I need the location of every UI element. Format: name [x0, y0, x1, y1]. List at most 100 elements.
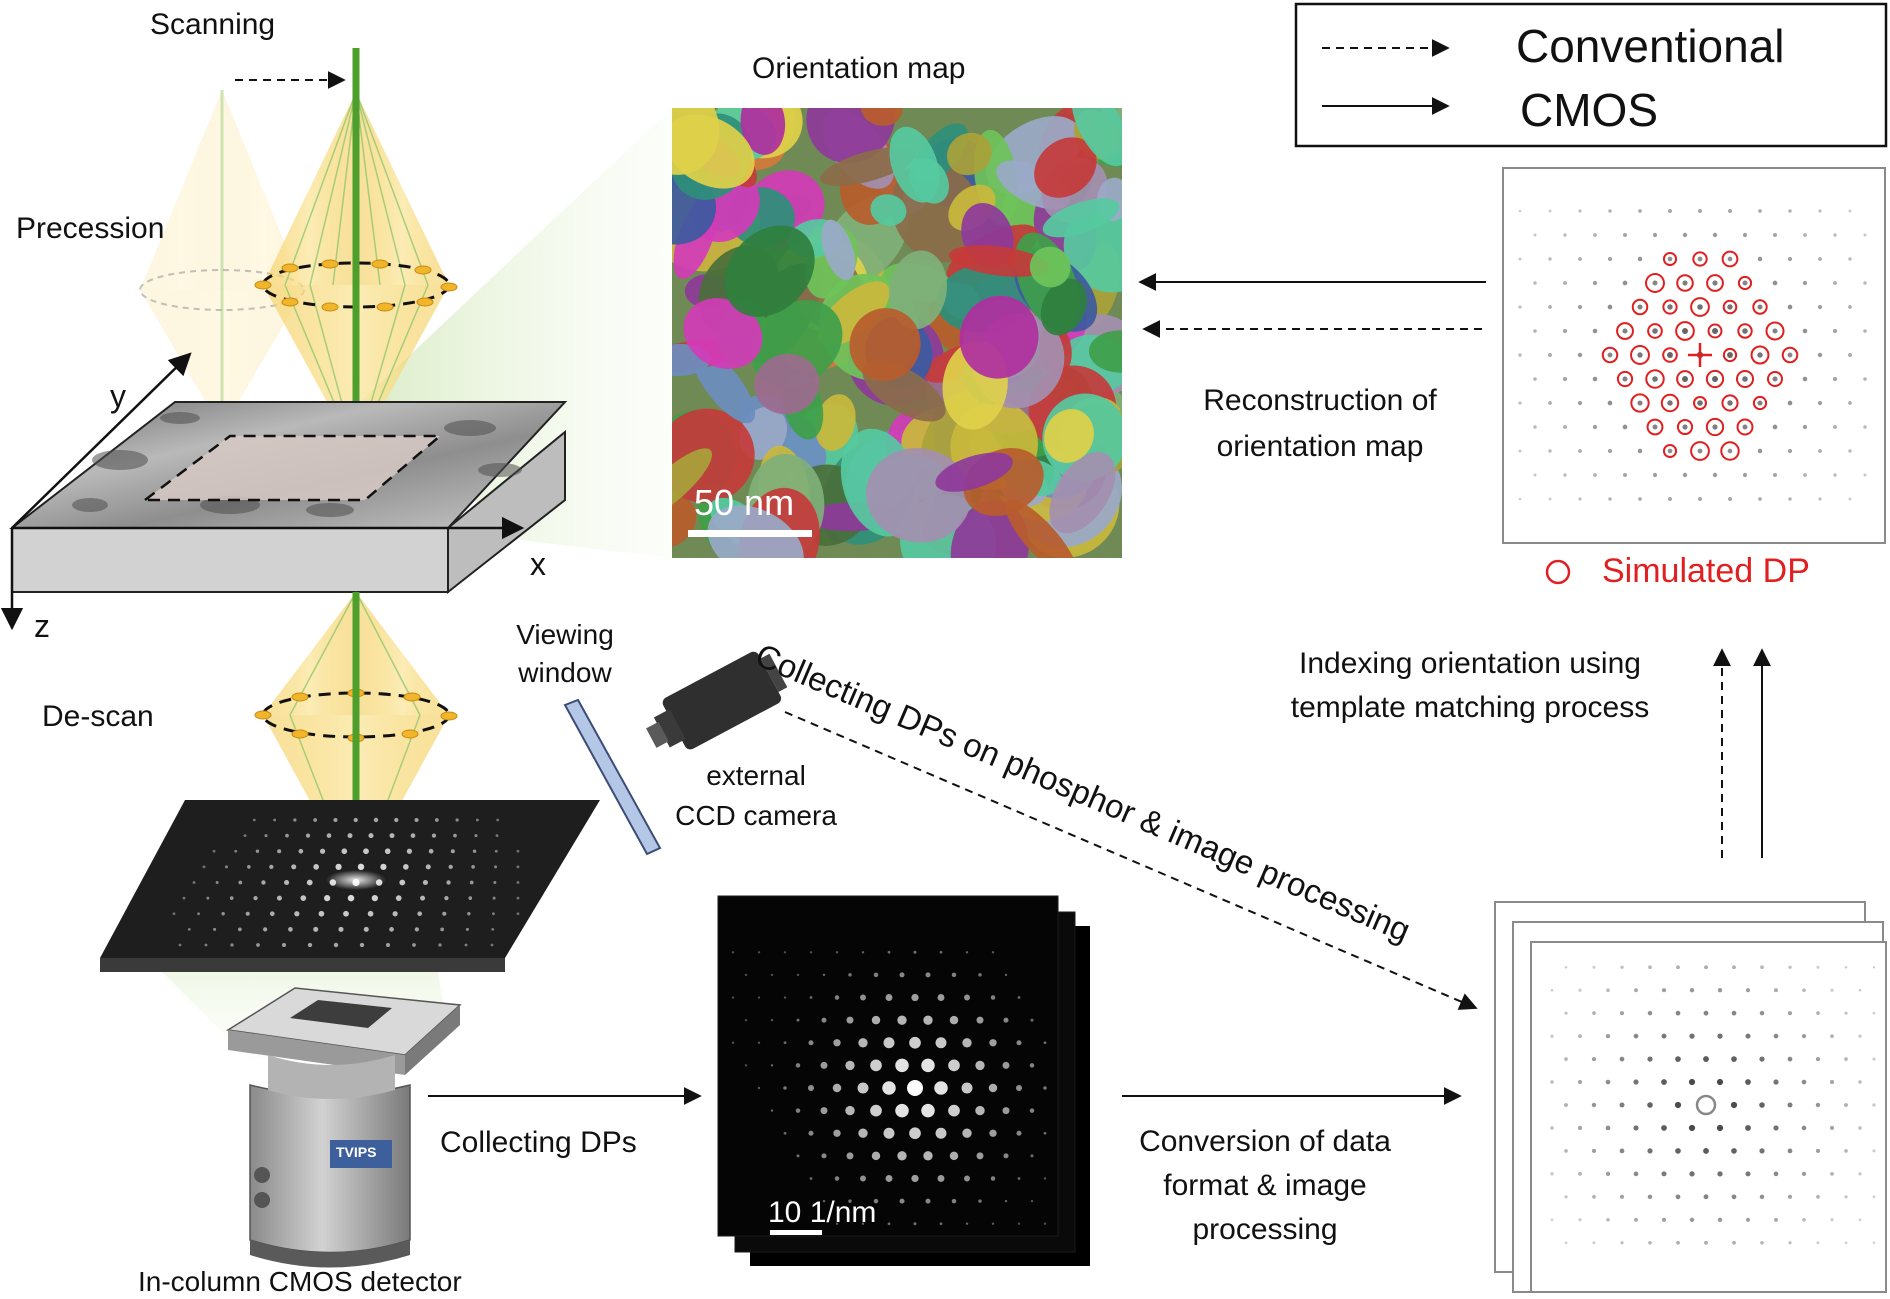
processed-dot — [1661, 1079, 1667, 1085]
dp-spot — [731, 1041, 735, 1044]
processed-dot — [1578, 1218, 1582, 1222]
processed-dot — [1620, 1241, 1624, 1245]
simulated-dot — [1772, 328, 1778, 334]
dp-spot — [949, 1015, 959, 1025]
dp-spot — [1003, 1153, 1009, 1159]
processed-dot — [1801, 1034, 1807, 1039]
dp-spot — [975, 1105, 985, 1116]
plate-diffraction-spot — [313, 864, 319, 870]
dp-spot — [870, 1059, 882, 1072]
dp-spot — [1004, 973, 1008, 977]
simulated-dot — [1638, 209, 1642, 213]
dp-spot — [1002, 1107, 1010, 1115]
simulated-dot — [1832, 328, 1838, 334]
simulated-dot — [1548, 449, 1552, 453]
plate-diffraction-spot — [490, 943, 494, 947]
processed-dot — [1675, 1056, 1681, 1062]
dp-spot — [783, 1086, 787, 1090]
dp-spot — [820, 1107, 828, 1115]
dp-spot — [965, 951, 969, 954]
orientation-map-title: Orientation map — [752, 52, 966, 85]
dp-spot — [965, 1222, 969, 1225]
plate-diffraction-spot — [298, 848, 304, 854]
simulated-dot — [1817, 400, 1823, 406]
dp-spot — [925, 1198, 931, 1204]
simulated-dot — [1772, 232, 1778, 238]
dp-spot — [861, 951, 865, 954]
simulated-dot — [1668, 209, 1672, 213]
plate-diffraction-spot — [359, 942, 365, 948]
plate-diffraction-spot — [395, 895, 402, 901]
dp-spot — [939, 950, 943, 954]
processed-dot — [1801, 1125, 1807, 1131]
simulated-dot — [1727, 448, 1733, 454]
processed-dot — [1550, 1172, 1554, 1176]
dp-spot — [834, 995, 840, 1000]
processed-dot — [1688, 1078, 1696, 1086]
dp-spot — [949, 1151, 959, 1161]
simulated-dot — [1652, 376, 1658, 382]
processed-dot — [1745, 1217, 1751, 1222]
conversion-line-2: format & image — [1163, 1169, 1367, 1202]
dp-spot — [990, 1176, 996, 1181]
orientation-grain — [1040, 278, 1087, 336]
dp-spot — [757, 951, 761, 954]
reconstruction-line-2: orientation map — [1216, 430, 1424, 463]
orientation-grain — [707, 505, 804, 558]
simulated-dot — [1802, 280, 1808, 286]
simulated-match-circle — [1660, 393, 1680, 413]
dp-spot — [937, 994, 945, 1001]
processed-dot — [1759, 1010, 1765, 1016]
processed-dot — [1564, 1241, 1568, 1245]
plate-diffraction-spot — [178, 943, 182, 947]
descan-label: De-scan — [42, 700, 154, 733]
dp-spot — [845, 1105, 855, 1116]
dp-spot — [1043, 1222, 1047, 1225]
ghost-precession-cone — [139, 90, 305, 430]
plate-diffraction-spot — [496, 818, 500, 822]
dp-spot — [796, 1018, 800, 1022]
simulated-dot — [1833, 425, 1837, 429]
dp-spot — [990, 995, 996, 1000]
viewing-window-label: Viewing window — [490, 616, 640, 692]
simulated-dot — [1608, 209, 1612, 213]
processed-dot — [1844, 965, 1848, 969]
simulated-dot — [1712, 232, 1718, 238]
dp-spot — [989, 1129, 997, 1137]
plate-diffraction-spot — [341, 848, 348, 855]
detector-brand-label: TVIPS — [336, 1144, 377, 1160]
simulated-dot — [1863, 425, 1867, 429]
dp-spot — [962, 1038, 972, 1048]
plate-diffraction-spot — [425, 864, 431, 870]
plate-diffraction-spot — [347, 894, 355, 902]
simulated-dot — [1548, 401, 1552, 405]
simulated-dot — [1518, 353, 1522, 357]
simulated-dot — [1577, 400, 1583, 406]
simulated-dot — [1563, 473, 1567, 477]
simulated-dot — [1728, 209, 1732, 213]
processed-dot — [1844, 1103, 1848, 1107]
orientation-grain — [935, 452, 1013, 492]
simulated-dot — [1833, 473, 1837, 477]
viewing-window-line-1: Viewing — [516, 619, 614, 650]
axis-x-label: x — [530, 546, 546, 582]
simulated-dot — [1863, 233, 1867, 237]
plate-diffraction-spot — [493, 881, 497, 884]
simulated-dot — [1787, 304, 1793, 310]
simulated-dot — [1803, 473, 1807, 477]
plate-diffraction-spot — [440, 927, 444, 932]
processed-dot — [1577, 1125, 1583, 1130]
dp-spot — [860, 994, 866, 1001]
plate-diffraction-spot — [269, 911, 275, 917]
processed-dot — [1578, 1172, 1582, 1176]
dp-spot — [757, 1086, 761, 1090]
dp-spot — [907, 1080, 923, 1096]
simulated-dot — [1667, 400, 1673, 406]
orientation-grain — [947, 132, 992, 176]
simulated-match-circle — [1706, 274, 1724, 292]
orientation-grain — [860, 108, 903, 126]
simulated-dot — [1652, 424, 1658, 430]
orientation-grain — [815, 394, 856, 451]
processed-dot — [1745, 1033, 1751, 1039]
processed-dot — [1647, 1194, 1653, 1200]
